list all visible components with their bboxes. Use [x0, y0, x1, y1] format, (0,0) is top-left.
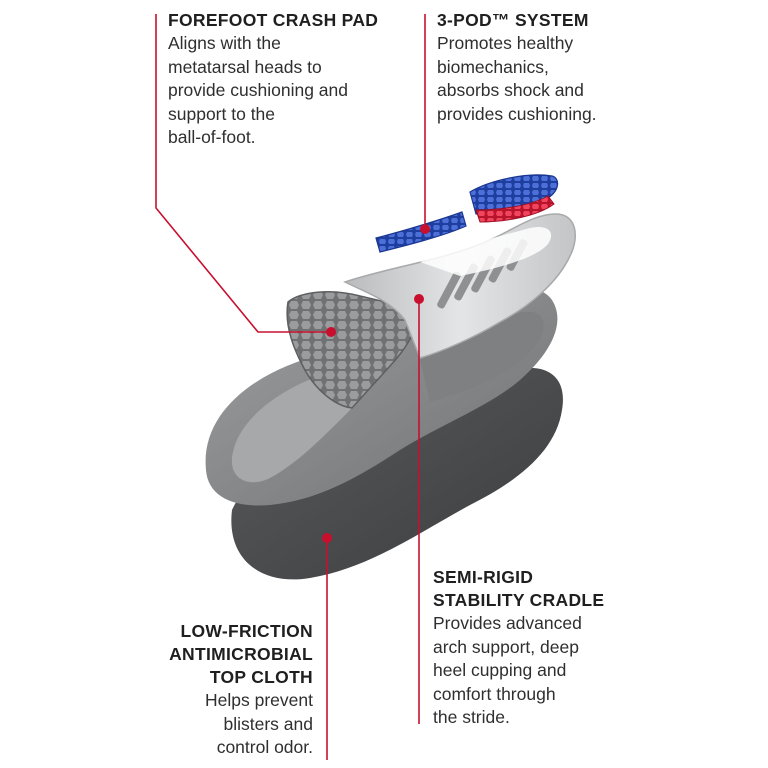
dot-cradle [414, 294, 424, 304]
callout-top-cloth: LOW-FRICTION ANTIMICROBIAL TOP CLOTH Hel… [110, 620, 313, 760]
callout-forefoot-line: support to the [168, 103, 276, 124]
callout-forefoot-title: FOREFOOT CRASH PAD [168, 10, 379, 30]
callout-pod-title: 3-POD™ SYSTEM [437, 10, 589, 30]
callout-cradle-line: arch support, deep [433, 636, 579, 657]
callout-topcloth-line: control odor. [216, 737, 313, 757]
callout-stability-cradle: SEMI-RIGID STABILITY CRADLE Provides adv… [433, 566, 633, 730]
callout-cradle-body: Provides advanced arch support, deep hee… [433, 612, 633, 730]
callout-forefoot-body: Aligns with the metatarsal heads to prov… [168, 32, 408, 150]
cradle-heel-opening [420, 226, 552, 276]
callout-forefoot-line: Aligns with the [168, 33, 281, 53]
callout-forefoot-line: provide cushioning and [168, 80, 348, 100]
callout-forefoot-line: metatarsal heads to [168, 56, 322, 77]
callout-3-pod-system: 3-POD™ SYSTEM Promotes healthy biomechan… [437, 9, 652, 126]
callout-cradle-title: SEMI-RIGID STABILITY CRADLE [433, 566, 633, 612]
callout-cradle-line: heel cupping and [433, 660, 567, 680]
callout-pod-line: biomechanics, [437, 56, 549, 77]
callout-cradle-title-line: SEMI-RIGID [433, 567, 534, 587]
callout-pod-body: Promotes healthy biomechanics, absorbs s… [437, 32, 652, 126]
insole-forefoot-area [231, 372, 360, 483]
callout-pod-line: Promotes healthy [437, 33, 574, 53]
callout-cradle-line: comfort through [433, 683, 556, 704]
callout-pod-line: absorbs shock and [437, 80, 584, 100]
callout-cradle-line: Provides advanced [433, 613, 582, 633]
leader-lines [155, 14, 426, 760]
leader-forefoot [155, 14, 330, 333]
forefoot-crash-pad [286, 291, 421, 409]
leader-dots [322, 224, 430, 543]
callout-topcloth-title-line: LOW-FRICTION [180, 621, 313, 641]
dot-pod [420, 224, 430, 234]
callout-cradle-title-line: STABILITY CRADLE [433, 590, 605, 610]
pod-heel-red [475, 195, 555, 223]
callout-forefoot-line: ball-of-foot. [168, 127, 256, 147]
dot-forefoot [326, 327, 336, 337]
callout-topcloth-line: blisters and [223, 713, 314, 734]
callout-topcloth-title: LOW-FRICTION ANTIMICROBIAL TOP CLOTH [110, 620, 313, 689]
callout-topcloth-line: Helps prevent [205, 690, 313, 710]
callout-topcloth-title-line: TOP CLOTH [209, 667, 313, 687]
dot-topcloth [322, 533, 332, 543]
top-cloth-layer [231, 367, 563, 580]
callout-forefoot-crash-pad: FOREFOOT CRASH PAD Aligns with the metat… [168, 9, 408, 150]
callout-topcloth-title-line: ANTIMICROBIAL [169, 644, 313, 664]
callout-cradle-line: the stride. [433, 707, 510, 727]
callout-topcloth-body: Helps prevent blisters and control odor. [110, 689, 313, 760]
insole-heel-well [420, 311, 544, 402]
callout-pod-line: provides cushioning. [437, 103, 597, 124]
